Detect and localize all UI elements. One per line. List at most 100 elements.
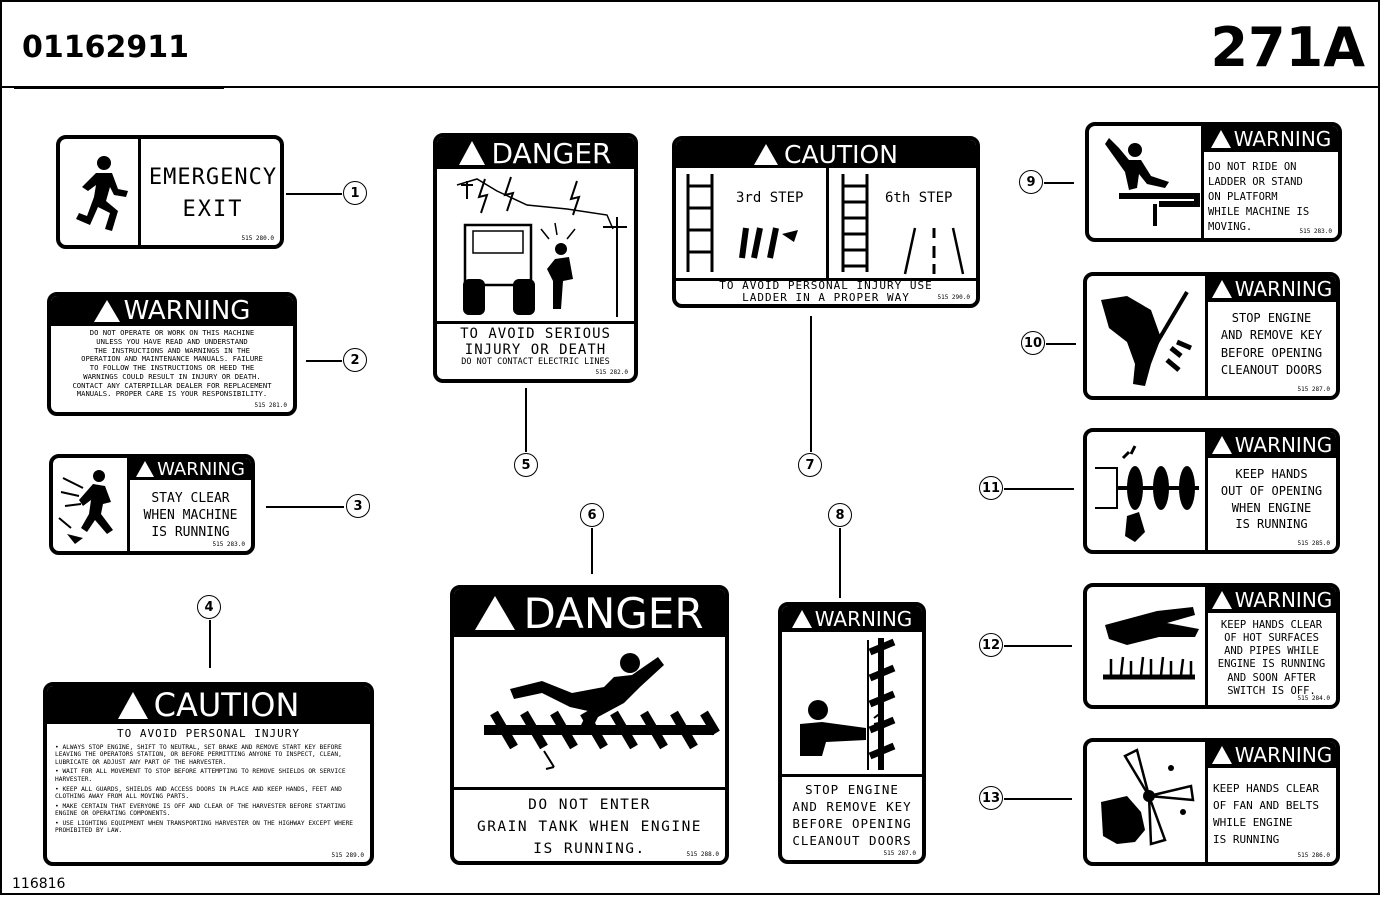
signal-band: WARNING xyxy=(1208,587,1336,613)
struck-person-icon xyxy=(53,458,130,551)
leader-line xyxy=(306,360,342,362)
falling-person-icon xyxy=(1089,126,1204,238)
decal-code: 515 287.0 xyxy=(883,850,916,857)
decal-code: 515 289.0 xyxy=(331,852,364,859)
warning-triangle-icon xyxy=(475,596,516,630)
signal-word: DANGER xyxy=(491,136,612,170)
figure-number: 116816 xyxy=(12,876,66,892)
text-line: DO NOT RIDE ON xyxy=(1208,161,1297,173)
line: TO AVOID SERIOUS xyxy=(460,326,611,342)
text-line: CONTACT ANY CATERPILLAR DEALER FOR REPLA… xyxy=(72,380,272,390)
leader-line xyxy=(209,620,211,668)
text-line: OPERATION AND MAINTENANCE MANUALS. FAILU… xyxy=(81,354,263,364)
decal-caution-list: CAUTION TO AVOID PERSONAL INJURY • ALWAY… xyxy=(43,682,374,866)
text-line: WHILE ENGINE xyxy=(1213,816,1293,830)
auger-opening-icon xyxy=(1087,432,1208,550)
decal-code: 515 282.0 xyxy=(595,369,628,376)
callout-6: 6 xyxy=(580,503,604,527)
signal-band: WARNING xyxy=(130,458,251,480)
line: GRAIN TANK WHEN ENGINE xyxy=(476,818,703,835)
auger-fall-icon xyxy=(454,637,725,790)
text-line: IS RUNNING xyxy=(1235,517,1308,532)
decal-code: 515 283.0 xyxy=(212,541,245,548)
text-line: OF HOT SURFACES xyxy=(1224,632,1319,645)
decal-caution-ladder: CAUTION 3rd STEP 6th STEP TO AVOID PERSO… xyxy=(672,136,980,308)
exit-text: EXIT xyxy=(182,197,244,222)
text-line: LADDER OR STAND xyxy=(1208,175,1303,188)
text-line: STOP ENGINE xyxy=(1231,311,1312,325)
text-line: IS RUNNING xyxy=(1213,833,1280,847)
fan-hand-icon xyxy=(1087,742,1208,862)
text-line: THE INSTRUCTIONS AND WARNINGS IN THE xyxy=(94,345,250,355)
text-line: SWITCH IS OFF. xyxy=(1227,684,1316,697)
text-line: • ALWAYS STOP ENGINE, SHIFT TO NEUTRAL, … xyxy=(55,743,342,766)
callout-9: 9 xyxy=(1019,170,1043,194)
warning-body-text: STOP ENGINE AND REMOVE KEY BEFORE OPENIN… xyxy=(782,782,922,850)
signal-word: WARNING xyxy=(1234,588,1333,612)
warning-triangle-icon xyxy=(1211,280,1232,298)
callout-3: 3 xyxy=(346,494,370,518)
header-rule xyxy=(0,86,1380,88)
text-line: ENGINE IS RUNNING xyxy=(1217,658,1326,671)
text-line: TO FOLLOW THE INSTRUCTIONS OR HEED THE xyxy=(89,363,255,373)
signal-word: WARNING xyxy=(1234,433,1333,457)
text-line: WHEN ENGINE xyxy=(1231,500,1312,515)
line: IS RUNNING xyxy=(151,525,230,541)
warning-triangle-icon xyxy=(754,143,779,165)
leader-line xyxy=(266,506,344,508)
leader-line xyxy=(810,316,812,452)
ladder-6th-step-panel: 6th STEP xyxy=(829,168,976,281)
hot-surface-hand-icon xyxy=(1087,587,1208,705)
text-line: OUT OF OPENING xyxy=(1220,483,1323,498)
text-line: BEFORE OPENING xyxy=(1220,345,1323,360)
signal-word: CAUTION xyxy=(784,139,898,169)
ladder-icon xyxy=(686,174,798,272)
leader-line xyxy=(1004,488,1074,490)
decal-code: 515 284.0 xyxy=(1297,695,1330,702)
signal-band: DANGER xyxy=(437,136,634,170)
decal-danger-grain-tank: DANGER DO NOT ENTER GRAIN TANK WHEN ENGI… xyxy=(450,585,729,865)
warning-triangle-icon xyxy=(136,461,155,477)
leader-line xyxy=(1004,798,1072,800)
callout-1: 1 xyxy=(343,181,367,205)
emergency-text: EMERGENCY xyxy=(148,165,278,190)
decal-emergency-exit: EMERGENCY EXIT 515 280.0 xyxy=(56,135,284,249)
decal-danger-electric: DANGER TO AVOID SERIOUS INJURY OR DEATH … xyxy=(433,133,638,383)
callout-13: 13 xyxy=(979,786,1003,810)
page-id: 271A xyxy=(1210,16,1365,79)
decal-code: 515 280.0 xyxy=(241,235,274,242)
decal-code: 515 283.0 xyxy=(1299,228,1332,235)
text-line: DO NOT OPERATE OR WORK ON THIS MACHINE xyxy=(89,328,255,337)
signal-band: DANGER xyxy=(454,589,725,638)
signal-word: CAUTION xyxy=(153,686,300,724)
signal-band: WARNING xyxy=(1208,276,1336,302)
text-line: KEEP HANDS CLEAR xyxy=(1220,619,1323,631)
line: DO NOT ENTER xyxy=(528,797,651,813)
text-line: AND PIPES WHILE xyxy=(1224,645,1319,658)
signal-word: WARNING xyxy=(814,607,913,631)
leader-line xyxy=(839,528,841,598)
signal-word: WARNING xyxy=(1234,277,1333,301)
signal-word: WARNING xyxy=(157,458,245,480)
text-line: WARNINGS COULD RESULT IN INJURY OR DEATH… xyxy=(83,371,261,381)
text-line: WHILE MACHINE IS xyxy=(1208,205,1310,218)
line: STAY CLEAR xyxy=(151,491,230,506)
leader-line xyxy=(1046,343,1076,345)
decal-code: 515 285.0 xyxy=(1297,540,1330,547)
caution-body-text: TO AVOID PERSONAL INJURY USE LADDER IN A… xyxy=(676,279,976,305)
warning-triangle-icon xyxy=(1211,591,1232,609)
running-man-icon xyxy=(60,139,141,245)
signal-band: WARNING xyxy=(51,296,293,326)
line: LADDER IN A PROPER WAY xyxy=(742,291,910,305)
text-line: MOVING. xyxy=(1208,220,1253,233)
callout-5: 5 xyxy=(514,453,538,477)
